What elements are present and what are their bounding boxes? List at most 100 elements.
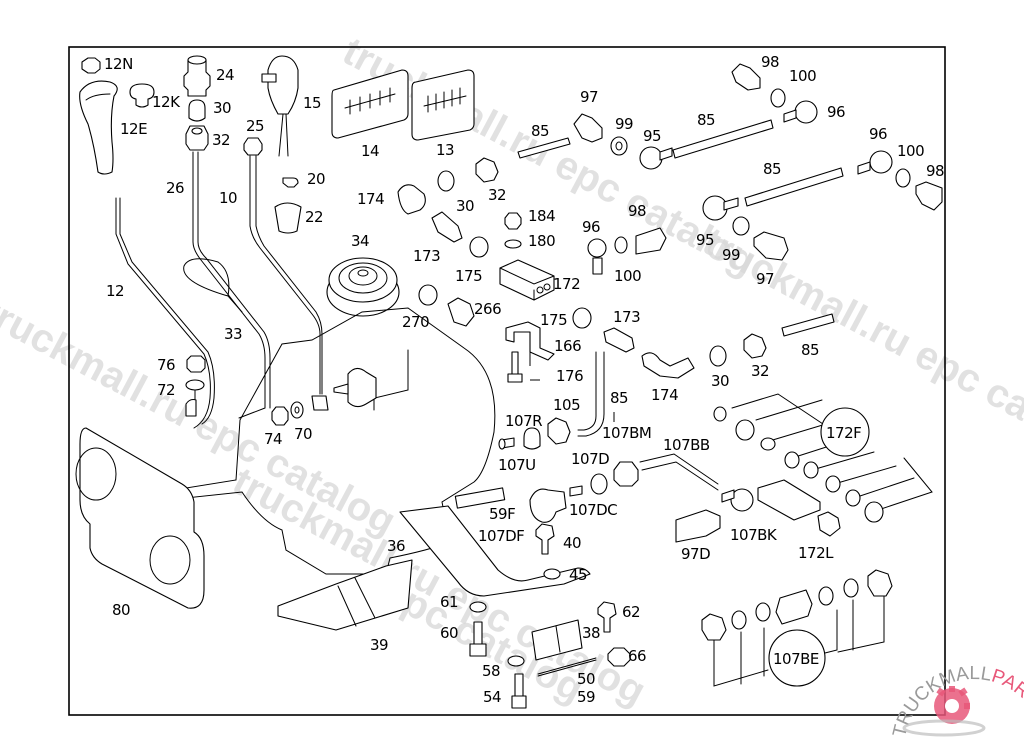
callout-61[interactable]: 61 — [440, 593, 459, 611]
callout-98[interactable]: 98 — [926, 162, 945, 180]
callout-107BM[interactable]: 107BM — [602, 424, 652, 442]
callout-100[interactable]: 100 — [897, 142, 925, 160]
part-97D-bolt[interactable] — [675, 509, 721, 543]
callout-12K[interactable]: 12K — [152, 93, 182, 111]
callout-12E[interactable]: 12E — [120, 120, 148, 138]
part-100-washer-b[interactable] — [895, 168, 911, 188]
callout-54[interactable]: 54 — [483, 688, 502, 706]
callout-98[interactable]: 98 — [761, 53, 780, 71]
part-62-bolt[interactable] — [597, 601, 617, 633]
callout-76[interactable]: 76 — [157, 356, 176, 374]
part-85-pipe-e[interactable] — [781, 313, 835, 337]
part-98-bolt[interactable] — [731, 63, 761, 91]
part-50-strap[interactable] — [537, 657, 597, 677]
callout-107U[interactable]: 107U — [498, 456, 536, 474]
part-97-bolt-b[interactable] — [753, 231, 789, 261]
callout-50[interactable]: 50 — [577, 670, 596, 688]
part-36-crossmember[interactable] — [399, 487, 591, 597]
callout-12[interactable]: 12 — [106, 282, 125, 300]
callout-36[interactable]: 36 — [387, 537, 406, 555]
part-61-washer[interactable] — [469, 601, 487, 613]
part-14[interactable] — [331, 69, 409, 139]
callout-174[interactable]: 174 — [357, 190, 385, 208]
part-105-nut[interactable] — [547, 417, 571, 445]
callout-107BE[interactable]: 107BE — [773, 650, 819, 668]
callout-95[interactable]: 95 — [696, 231, 715, 249]
part-10-rod[interactable] — [249, 155, 329, 411]
part-100-washer[interactable] — [770, 88, 786, 108]
callout-96[interactable]: 96 — [582, 218, 601, 236]
callout-32[interactable]: 32 — [488, 186, 507, 204]
callout-97[interactable]: 97 — [580, 88, 599, 106]
part-95-banjo[interactable] — [639, 146, 673, 170]
part-54-bolt[interactable] — [511, 673, 527, 709]
part-85-pipe-d[interactable] — [577, 351, 605, 437]
part-15[interactable] — [261, 55, 299, 157]
callout-175[interactable]: 175 — [540, 311, 568, 329]
part-99-washer-b[interactable] — [732, 216, 750, 236]
part-26-rod[interactable] — [192, 151, 271, 419]
part-96-banjo-b[interactable] — [857, 150, 893, 175]
callout-107R[interactable]: 107R — [505, 412, 543, 430]
callout-107D[interactable]: 107D — [571, 450, 610, 468]
part-107DF-elbow[interactable] — [529, 488, 567, 523]
callout-107DC[interactable]: 107DC — [569, 501, 618, 519]
callout-14[interactable]: 14 — [361, 142, 380, 160]
part-25[interactable] — [243, 137, 263, 156]
part-95-banjo-b[interactable] — [702, 195, 739, 221]
callout-62[interactable]: 62 — [622, 603, 641, 621]
part-40-bolt[interactable] — [535, 523, 555, 555]
part-80-gasket[interactable] — [75, 427, 205, 609]
part-22[interactable] — [274, 202, 302, 234]
callout-173[interactable]: 173 — [613, 308, 641, 326]
callout-100[interactable]: 100 — [614, 267, 642, 285]
part-60-bolt[interactable] — [469, 621, 487, 657]
callout-96[interactable]: 96 — [827, 103, 846, 121]
part-174-elbow[interactable] — [397, 184, 426, 215]
part-33[interactable] — [183, 258, 243, 313]
part-85-pipe-long[interactable] — [672, 119, 774, 159]
callout-172F[interactable]: 172F — [826, 424, 862, 442]
callout-85[interactable]: 85 — [531, 122, 550, 140]
callout-12N[interactable]: 12N — [104, 55, 133, 73]
callout-66[interactable]: 66 — [628, 647, 647, 665]
callout-174[interactable]: 174 — [651, 386, 679, 404]
part-72[interactable] — [185, 379, 205, 391]
part-12-shift-rod[interactable] — [115, 197, 215, 429]
callout-99[interactable]: 99 — [615, 115, 634, 133]
part-173-union-b[interactable] — [603, 327, 635, 353]
part-45-washer[interactable] — [543, 568, 561, 580]
callout-58[interactable]: 58 — [482, 662, 501, 680]
part-30-sleeve-b[interactable] — [709, 345, 727, 367]
part-96-banjo[interactable] — [783, 100, 818, 124]
callout-59[interactable]: 59 — [577, 688, 596, 706]
callout-85[interactable]: 85 — [610, 389, 629, 407]
callout-38[interactable]: 38 — [582, 624, 601, 642]
callout-30[interactable]: 30 — [213, 99, 232, 117]
part-99-washer[interactable] — [610, 136, 628, 156]
callout-166[interactable]: 166 — [554, 337, 582, 355]
part-30-sleeve[interactable] — [437, 170, 455, 192]
callout-96[interactable]: 96 — [869, 125, 888, 143]
part-39-bracket[interactable] — [277, 559, 413, 631]
callout-107BB[interactable]: 107BB — [663, 436, 710, 454]
callout-10[interactable]: 10 — [219, 189, 238, 207]
part-174-elbow-b[interactable] — [641, 352, 695, 379]
part-85-pipe[interactable] — [517, 137, 571, 159]
part-172L-valve[interactable] — [757, 479, 841, 537]
callout-184[interactable]: 184 — [528, 207, 556, 225]
part-97-bolt[interactable] — [573, 113, 603, 143]
part-266-switch[interactable] — [447, 297, 475, 327]
callout-99[interactable]: 99 — [722, 246, 741, 264]
callout-34[interactable]: 34 — [351, 232, 370, 250]
callout-107DF[interactable]: 107DF — [478, 527, 525, 545]
part-38-mount[interactable] — [531, 619, 583, 661]
part-76[interactable] — [186, 355, 206, 373]
part-32-nut[interactable] — [475, 157, 499, 183]
part-107BE-kit[interactable] — [701, 569, 893, 687]
callout-40[interactable]: 40 — [563, 534, 582, 552]
callout-85[interactable]: 85 — [801, 341, 820, 359]
part-12K[interactable] — [129, 83, 155, 108]
callout-32[interactable]: 32 — [751, 362, 770, 380]
part-85-pipe-c[interactable] — [744, 167, 844, 207]
